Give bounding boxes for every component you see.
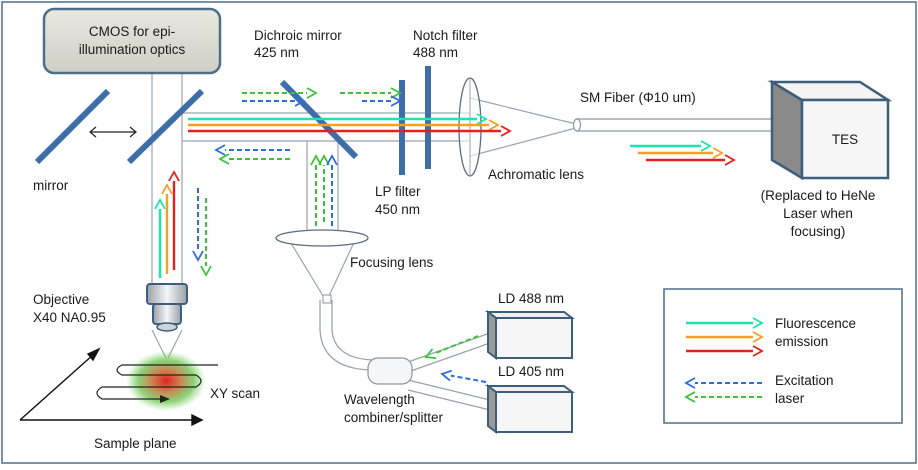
legend-excitation-line2: laser: [775, 391, 805, 406]
excitation-arrow-green-mid: [340, 87, 402, 99]
legend-fluorescence-line2: emission: [775, 334, 828, 349]
xy-scan-arrowhead: [160, 395, 170, 403]
tes-note-line2: Laser when: [783, 206, 853, 221]
beam-paths: [151, 74, 577, 359]
emission-arrow-orange-up: [161, 183, 173, 274]
legend-excitation-line1: Excitation: [775, 373, 834, 388]
lp-label-line1: LP filter: [375, 184, 421, 199]
legend-arrow-orange: [686, 331, 764, 343]
legend-arrow-cyan: [686, 317, 764, 329]
focusing-lens: [275, 229, 369, 247]
excitation-arrow-green-up2: [318, 154, 330, 222]
flip-mirror: [126, 88, 205, 165]
objective-label-line1: Objective: [33, 292, 89, 307]
objective-lens: [146, 283, 188, 332]
excitation-arrow-green-up1: [310, 154, 322, 226]
lp-label-line2: 450 nm: [375, 202, 420, 217]
notch-label-line2: 488 nm: [413, 45, 458, 60]
dichroic-label-line2: 425 nm: [254, 45, 299, 60]
xy-scan-label: XY scan: [210, 386, 260, 401]
combiner-label-line2: combiner/splitter: [344, 410, 444, 425]
fiber-tip: [322, 294, 332, 304]
camera-label-line2: illumination optics: [79, 42, 186, 57]
excitation-arrow-blue-left: [214, 144, 290, 156]
tes-note-line3: focusing): [791, 224, 846, 239]
emission-arrow-orange: [188, 119, 500, 131]
excitation-arrow-blue-down: [192, 188, 204, 262]
excitation-arrow-blue-up: [326, 154, 338, 226]
notch-label-line1: Notch filter: [413, 28, 478, 43]
emission-arrow-cyan-tes: [630, 140, 712, 152]
beam-arrows: [154, 87, 736, 383]
achromatic-label: Achromatic lens: [488, 167, 584, 182]
sm-fiber: [572, 118, 800, 132]
mirror-label: mirror: [33, 178, 69, 193]
notch-filter: [425, 66, 431, 169]
camera-label-line1: CMOS for epi-: [89, 24, 175, 39]
excitation-arrow-green-left: [218, 153, 290, 165]
ld488-label: LD 488 nm: [498, 291, 564, 306]
fluorescence-spot: [126, 351, 206, 411]
dichroic-label-line1: Dichroic mirror: [254, 28, 342, 43]
combiner-fiber: [319, 300, 491, 411]
legend-arrows: [684, 317, 764, 403]
emission-arrow-cyan: [188, 113, 488, 125]
combiner-splitter: [367, 357, 413, 385]
emission-arrow-red-tes: [646, 154, 736, 166]
focusing-label: Focusing lens: [350, 255, 434, 270]
emission-arrow-orange-tes: [638, 147, 724, 159]
tes-box: [767, 79, 893, 181]
tes-label: TES: [832, 132, 858, 147]
combiner-label-line1: Wavelength: [344, 392, 415, 407]
excitation-arrow-blue-ld405: [440, 369, 487, 383]
ld-488-box: [485, 310, 575, 360]
excitation-arrow-blue-top: [242, 95, 306, 107]
excitation-arrow-green-down: [200, 198, 212, 277]
tes-note-line1: (Replaced to HeNe: [761, 188, 876, 203]
emission-arrow-red-up: [168, 170, 180, 270]
scan-mirror: [34, 88, 111, 165]
mirror-move-arrow: [89, 126, 137, 138]
ld-405-box: [485, 384, 575, 434]
emission-arrow-cyan-up: [154, 198, 166, 278]
sample-plane-axes: [19, 347, 204, 427]
excitation-arrow-green-ld488: [424, 335, 479, 360]
sample-plane-label: Sample plane: [94, 436, 177, 451]
xy-scan-path: [96, 364, 218, 400]
legend-arrow-green: [684, 391, 762, 403]
emission-arrow-red: [188, 125, 512, 137]
legend-arrow-red: [686, 345, 764, 357]
excitation-arrow-green-top: [242, 87, 318, 99]
cmos-camera: [42, 7, 222, 75]
legend-arrow-blue: [684, 377, 762, 389]
legend-box: [663, 288, 903, 424]
legend-fluorescence-line1: Fluorescence: [775, 316, 856, 331]
lp-filter: [399, 80, 405, 175]
fiber-label: SM Fiber (Φ10 um): [580, 90, 696, 105]
excitation-arrow-blue-mid: [362, 95, 402, 107]
objective-label-line2: X40 NA0.95: [33, 310, 106, 325]
ld405-label: LD 405 nm: [498, 364, 564, 379]
